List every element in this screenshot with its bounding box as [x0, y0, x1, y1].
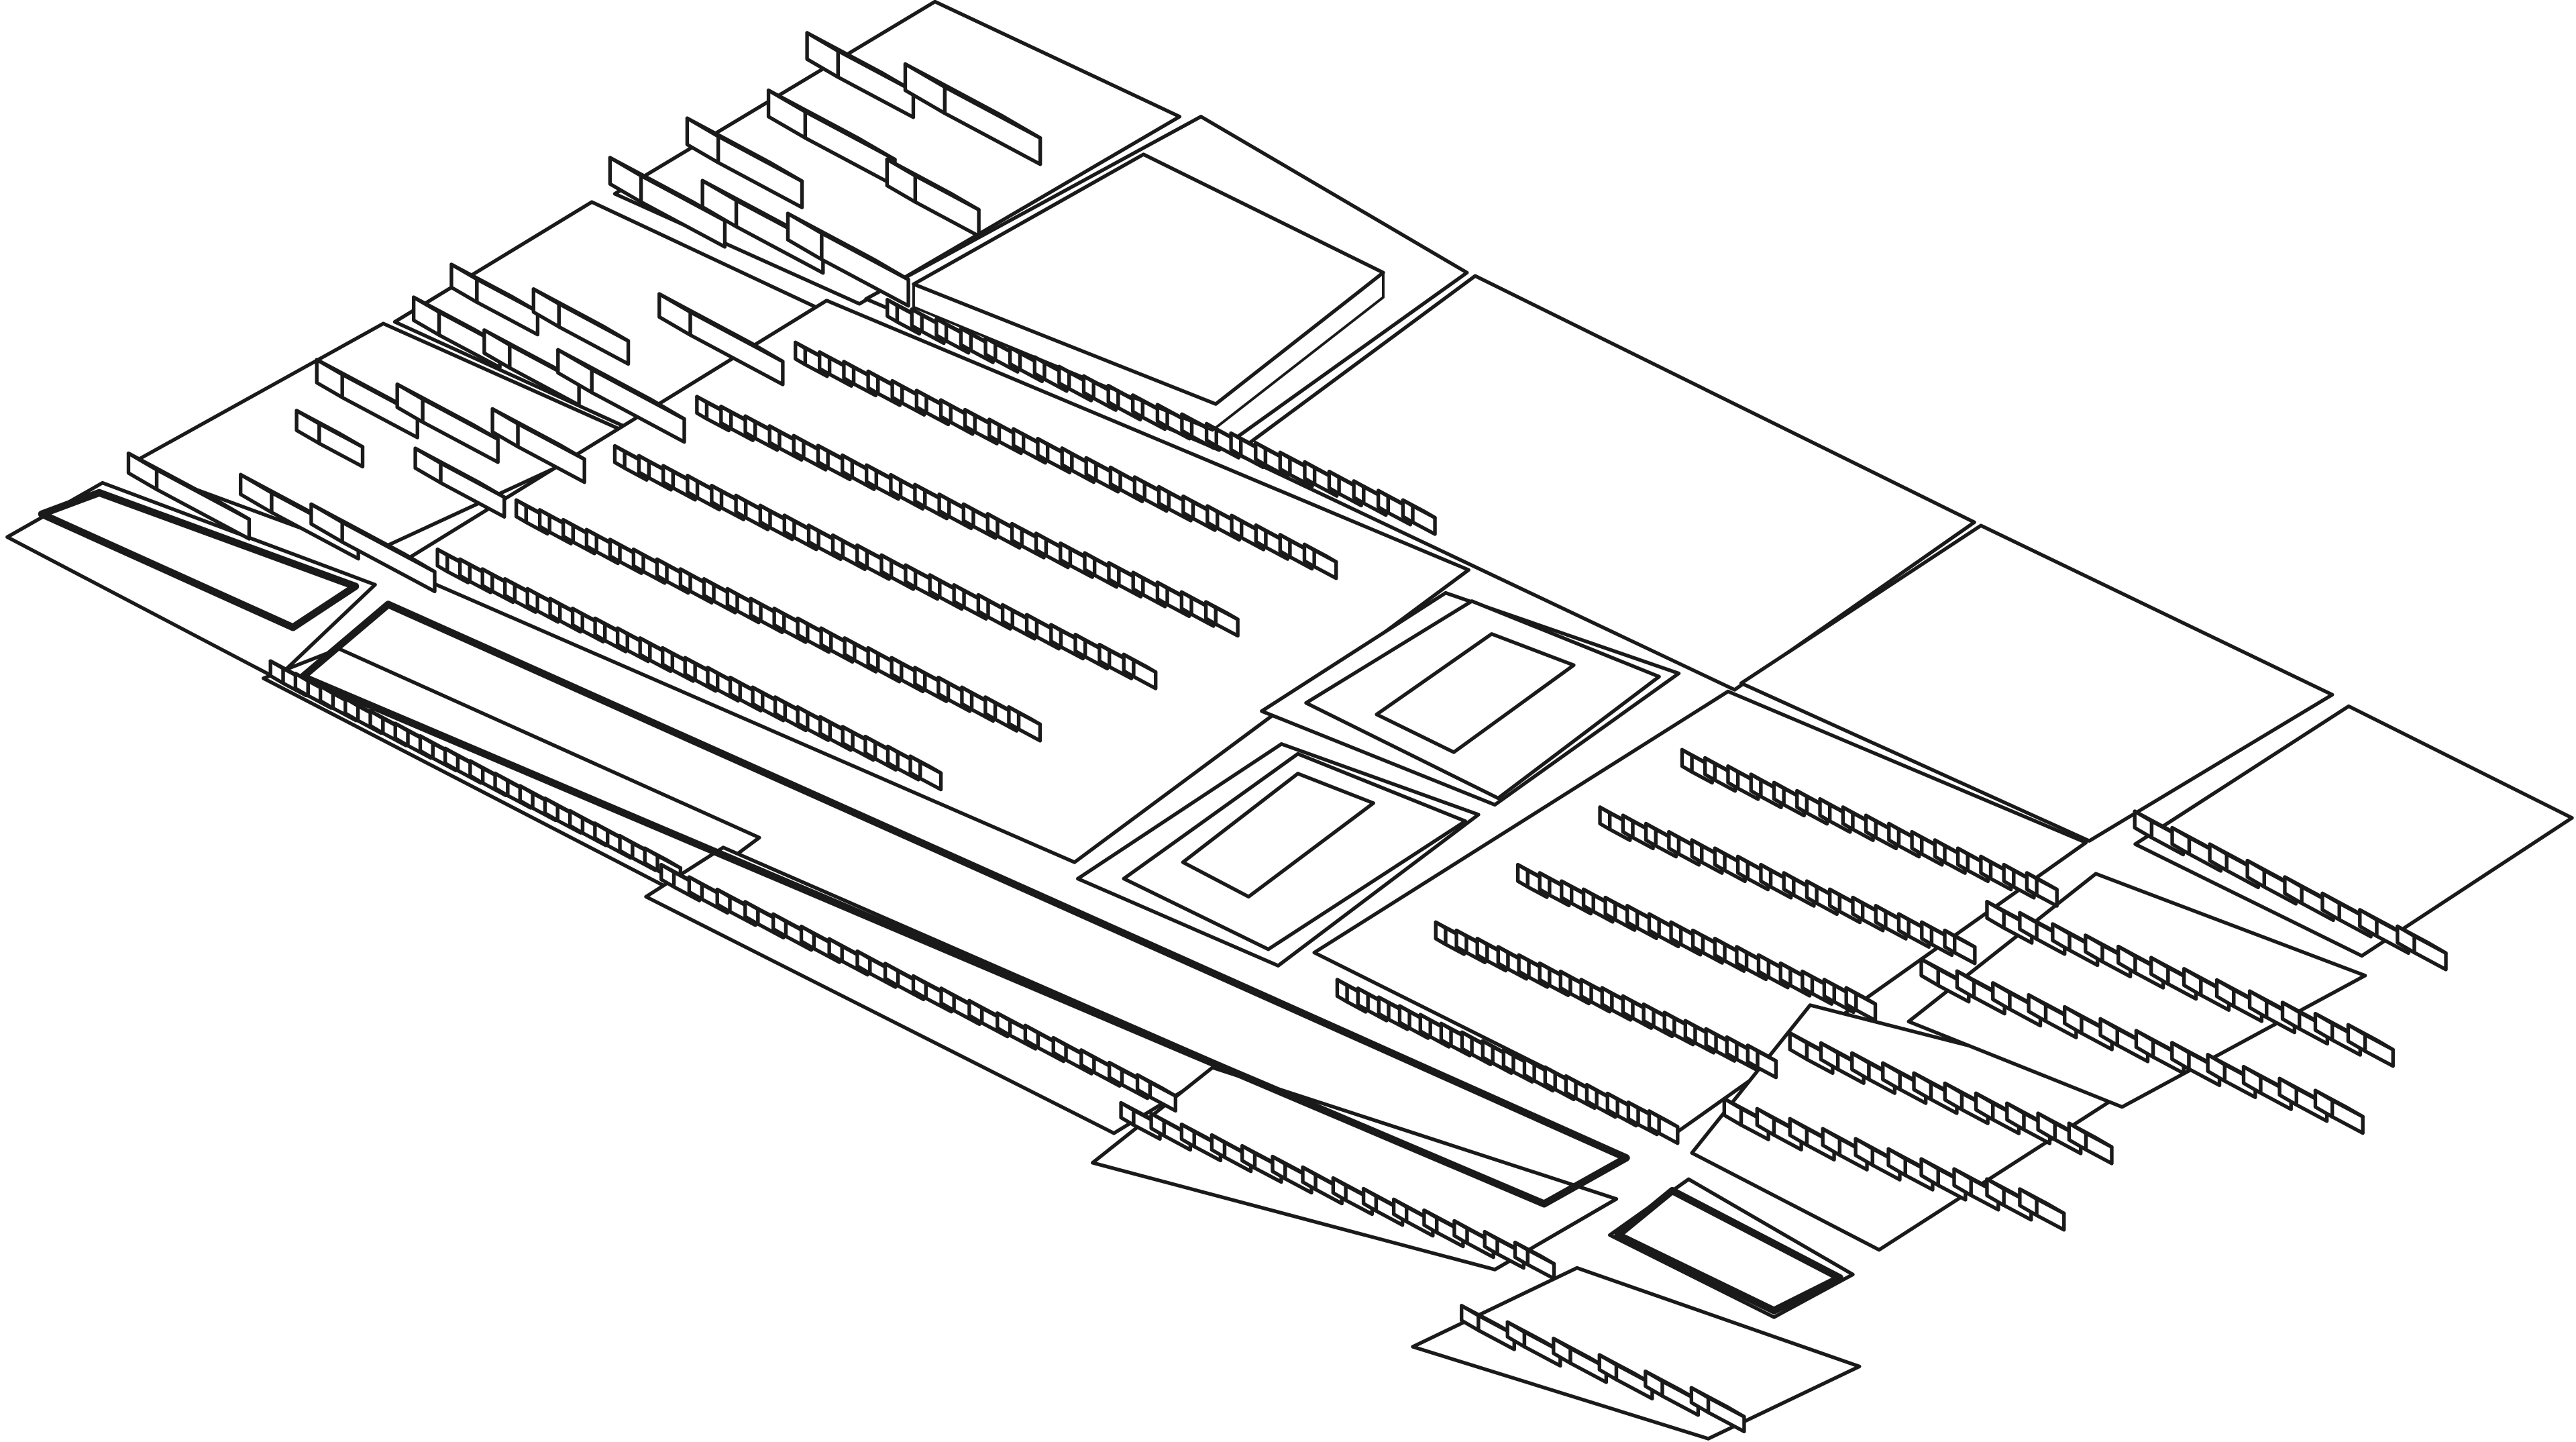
office-block-12 — [411, 295, 502, 370]
office-block-2 — [903, 62, 1042, 166]
south-house-c-3 — [1179, 1122, 1223, 1163]
office-block-18 — [126, 451, 252, 541]
south-corner-house-6 — [1689, 1386, 1746, 1434]
house-row-h-16 — [1746, 1043, 1778, 1080]
house-row-b-22 — [1007, 705, 1042, 743]
house-row-d-22 — [1203, 600, 1240, 638]
corner-house-8 — [2396, 924, 2448, 972]
office-block-21 — [413, 446, 506, 519]
house-row-f-22 — [1401, 498, 1437, 536]
parcel-open-field-1 — [1233, 274, 1976, 692]
house-row-c-22 — [1122, 652, 1158, 690]
west-strip-inner — [38, 488, 360, 631]
plaza-slab-edge — [912, 272, 1385, 432]
parcel-east-corner — [2133, 704, 2574, 958]
house-row-a-22 — [908, 754, 943, 792]
office-block-17 — [490, 407, 586, 484]
south-corner-house-1 — [1460, 1304, 1516, 1351]
house-row-i-5 — [1603, 895, 1637, 932]
east-house-d-7 — [2182, 967, 2231, 1012]
east-house-c-5 — [2063, 1005, 2114, 1051]
house-row-g-16 — [1647, 1109, 1680, 1145]
long-park-strip — [299, 601, 1630, 1208]
office-block-10 — [531, 287, 631, 366]
office-block-20 — [309, 502, 437, 594]
office-block-11 — [657, 292, 785, 387]
courtyard-1 — [1375, 632, 1576, 754]
parcel-south-corner — [1411, 1266, 1862, 1441]
corner-house-2 — [2170, 825, 2223, 873]
office-block-3 — [766, 88, 897, 188]
office-block-14 — [556, 348, 686, 444]
house-row-e-22 — [1302, 542, 1338, 580]
south-corner-house-4 — [1597, 1353, 1654, 1401]
office-block-6 — [608, 156, 727, 249]
parcel-open-field-2 — [1739, 523, 2334, 843]
south-house-c-14 — [1513, 1240, 1556, 1281]
house-row-j-16 — [1943, 928, 1977, 966]
office-block-16 — [395, 382, 500, 464]
site-parcels — [5, 0, 2574, 1441]
south-corner-house-5 — [1644, 1370, 1701, 1417]
east-house-d-12 — [2346, 1023, 2395, 1068]
office-block-4 — [685, 116, 804, 209]
east-house-c-12 — [2313, 1088, 2365, 1135]
house-row-a-17 — [796, 705, 830, 742]
east-house-a-10 — [2018, 1187, 2066, 1232]
south-house-b-18 — [1135, 1073, 1178, 1113]
east-house-b-10 — [2067, 1121, 2114, 1166]
office-block-5 — [885, 157, 981, 238]
house-row-k-16 — [2025, 871, 2059, 908]
house-row-c-3 — [661, 464, 697, 502]
courtyard-2 — [1181, 772, 1375, 899]
office-block-8 — [786, 211, 910, 308]
south-corner-house-2 — [1505, 1320, 1562, 1368]
office-block-22 — [294, 409, 365, 469]
house-row-f-4 — [959, 326, 995, 364]
house-row-i-16 — [1844, 986, 1878, 1023]
office-block-9 — [449, 262, 540, 337]
building-blocks — [126, 31, 1042, 594]
east-house-d-9 — [2247, 989, 2297, 1035]
south-square-inner — [1614, 1187, 1843, 1315]
housing-rows — [268, 297, 2448, 1434]
courtyard-buildings — [912, 152, 1661, 951]
